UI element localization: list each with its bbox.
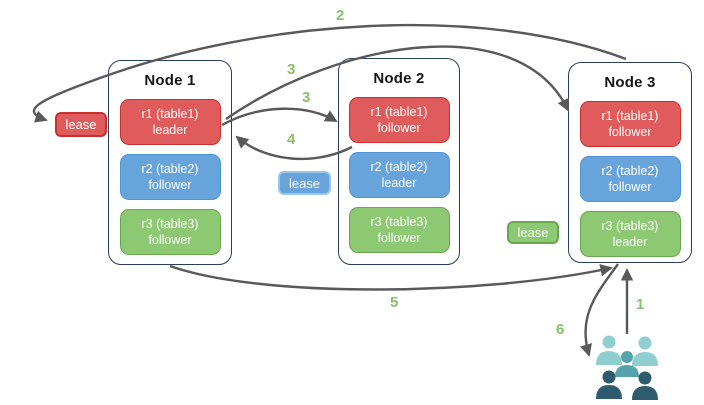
node-1-box: Node 1 r1 (table1) leader r2 (table2) fo… xyxy=(108,60,232,265)
node1-replica-r2: r2 (table2) follower xyxy=(119,154,221,200)
replica-role: follower xyxy=(608,180,652,194)
node1-replica-r1: r1 (table1) leader xyxy=(119,99,221,145)
node1-replica-r3: r3 (table3) follower xyxy=(119,209,221,255)
node-2-box: Node 2 r1 (table1) follower r2 (table2) … xyxy=(338,58,460,265)
replica-role: follower xyxy=(608,125,652,139)
node-3-title: Node 3 xyxy=(604,74,656,91)
replica-role: leader xyxy=(152,123,188,137)
node3-replica-r3: r3 (table3) leader xyxy=(579,211,681,257)
node-3-box: Node 3 r1 (table1) follower r2 (table2) … xyxy=(568,62,692,263)
node-1-title: Node 1 xyxy=(144,72,196,89)
node2-replica-r2: r2 (table2) leader xyxy=(348,152,450,198)
replica-label: r3 (table3) xyxy=(370,214,428,229)
clients-users-icon xyxy=(596,335,658,400)
lease-badge-table3: lease xyxy=(507,221,559,244)
replica-label: r2 (table2) xyxy=(370,159,428,174)
replica-label: r2 (table2) xyxy=(141,161,199,176)
node-2-title: Node 2 xyxy=(373,70,425,87)
replica-role: leader xyxy=(612,235,648,249)
replica-label: r1 (table1) xyxy=(370,104,428,119)
lease-badge-table2: lease xyxy=(278,171,331,195)
arrow-label-step-4: 4 xyxy=(287,131,296,148)
arrow-label-step-2: 2 xyxy=(336,7,345,24)
replica-role: follower xyxy=(377,121,421,135)
arrow-step5-node1-to-node3 xyxy=(169,264,613,291)
replica-label: r3 (table3) xyxy=(601,218,659,233)
replica-role: leader xyxy=(381,176,417,190)
arrow-label-step-3a: 3 xyxy=(287,61,296,78)
replica-label: r3 (table3) xyxy=(141,216,199,231)
replica-role: follower xyxy=(148,233,192,247)
replica-label: r2 (table2) xyxy=(601,163,659,178)
node3-replica-r2: r2 (table2) follower xyxy=(579,156,681,202)
lease-badge-table1: lease xyxy=(55,112,107,137)
node2-replica-r3: r3 (table3) follower xyxy=(348,207,450,253)
arrow-label-step-5: 5 xyxy=(390,294,399,311)
node3-replica-r1: r1 (table1) follower xyxy=(579,101,681,147)
node2-replica-r1: r1 (table1) follower xyxy=(348,97,450,143)
replica-role: follower xyxy=(148,178,192,192)
arrow-label-step-1: 1 xyxy=(636,296,645,313)
arrow-label-step-3b: 3 xyxy=(302,89,311,106)
replica-role: follower xyxy=(377,231,421,245)
arrow-step3-replicate-to-node2 xyxy=(221,107,338,127)
replica-label: r1 (table1) xyxy=(141,106,199,121)
arrow-label-step-6: 6 xyxy=(556,321,565,338)
replica-label: r1 (table1) xyxy=(601,108,659,123)
